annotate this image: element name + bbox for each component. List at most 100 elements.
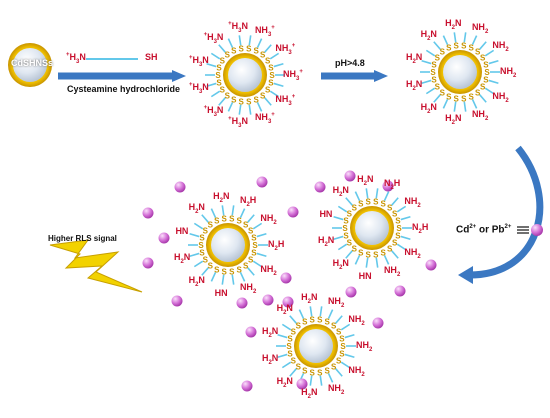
thiol-s: S bbox=[216, 79, 222, 88]
thiol-s: S bbox=[254, 96, 260, 105]
lightning-icon bbox=[49, 239, 143, 293]
thiol-s: S bbox=[238, 44, 244, 53]
ammonium-label: +H3N bbox=[228, 20, 249, 34]
ligand-chain bbox=[425, 87, 436, 95]
ligand-chain bbox=[453, 32, 457, 43]
ammonium-label: +H3N bbox=[188, 54, 209, 68]
thiol-s: S bbox=[291, 357, 297, 366]
amine-label: H2N bbox=[276, 303, 293, 317]
ligand-chain bbox=[247, 267, 255, 276]
metal-ion bbox=[262, 294, 274, 306]
ammonium-label: +H3N bbox=[228, 116, 249, 129]
arrow-aggregate-head bbox=[458, 266, 473, 284]
metal-ion bbox=[344, 170, 356, 182]
ligand-chain bbox=[383, 191, 390, 202]
ligand-chain bbox=[484, 49, 495, 57]
thiol-s: S bbox=[381, 199, 387, 208]
metal-ion bbox=[372, 317, 384, 329]
metal-ion bbox=[282, 296, 294, 308]
ligand-chain bbox=[248, 104, 252, 115]
thiol-s: S bbox=[231, 96, 237, 105]
thiol-s: S bbox=[237, 266, 243, 275]
cds-core bbox=[355, 211, 389, 245]
ligand-chain bbox=[453, 101, 457, 112]
metal-ion bbox=[256, 176, 268, 188]
amine-label: NH2 bbox=[492, 91, 509, 105]
amine-label: N2H bbox=[412, 221, 429, 235]
thiol-s: S bbox=[208, 261, 214, 270]
ligand-chain bbox=[273, 82, 284, 88]
metal-ion bbox=[287, 206, 299, 218]
ligand-chain bbox=[210, 52, 221, 60]
thiol-s: S bbox=[395, 216, 401, 225]
thiol-s: S bbox=[220, 56, 226, 65]
thiol-s: S bbox=[203, 256, 209, 265]
thiol-s: S bbox=[461, 95, 467, 104]
metal-ion bbox=[296, 378, 308, 390]
amine-label: H2N bbox=[261, 353, 279, 366]
thiol-s: S bbox=[265, 86, 271, 95]
thiol-s: S bbox=[483, 76, 489, 85]
thiol-s: S bbox=[265, 56, 271, 65]
ligand-chain bbox=[471, 35, 478, 46]
arrow-ph-head bbox=[374, 70, 388, 82]
ligand-chain bbox=[396, 243, 407, 251]
ligand-chain bbox=[256, 232, 267, 238]
thiol-s: S bbox=[469, 43, 475, 52]
reagent-name: Cysteamine hydrochloride bbox=[67, 84, 181, 94]
ligand-chain bbox=[333, 235, 344, 241]
thiol-s: S bbox=[373, 251, 379, 260]
ligand-chain bbox=[335, 368, 343, 377]
ligand-chain bbox=[193, 260, 204, 268]
metal-ion bbox=[142, 207, 154, 219]
ligand-chain bbox=[189, 252, 200, 258]
thiol-s: S bbox=[343, 232, 349, 241]
amine-label: NH2 bbox=[327, 383, 345, 396]
thiol-s: S bbox=[446, 43, 452, 52]
thiol-s: S bbox=[243, 261, 249, 270]
amine-label: NH2 bbox=[471, 109, 489, 122]
thiol-s: S bbox=[395, 232, 401, 241]
amine-label: NH2 bbox=[404, 195, 421, 209]
ammonium-label: NH3+ bbox=[283, 68, 303, 82]
ligand-chain bbox=[340, 323, 351, 331]
thiol-s: S bbox=[440, 48, 446, 57]
metal-ion-key bbox=[531, 224, 543, 236]
amine-label: NH2 bbox=[492, 39, 509, 53]
thiol-s: S bbox=[347, 209, 353, 218]
thiol-s: S bbox=[268, 63, 274, 72]
metal-ion bbox=[345, 286, 357, 298]
ligand-chain bbox=[365, 188, 369, 199]
amine-label: NH2 bbox=[260, 212, 277, 226]
thiol-s: S bbox=[352, 204, 358, 213]
thiol-s: S bbox=[339, 334, 345, 343]
ligand-chain bbox=[354, 191, 361, 202]
thiol-s: S bbox=[251, 233, 257, 242]
ligand-chain bbox=[425, 49, 436, 57]
thiol-s: S bbox=[446, 93, 452, 102]
ligand-chain bbox=[210, 271, 217, 282]
thiol-s: S bbox=[431, 60, 437, 69]
thiol-s: S bbox=[286, 342, 292, 351]
metal-ion bbox=[171, 295, 183, 307]
ligand-chain bbox=[383, 254, 390, 265]
ligand-chain bbox=[335, 315, 343, 324]
cds-core bbox=[211, 228, 245, 262]
amine-label: NH2 bbox=[500, 65, 517, 79]
ligand-chain bbox=[479, 41, 487, 50]
ligand-chain bbox=[206, 62, 217, 68]
higher-rls-label: Higher RLS signal bbox=[48, 234, 117, 243]
amine-label: H2N bbox=[420, 101, 437, 115]
amine-label: H2N bbox=[188, 202, 205, 216]
ligand-chain bbox=[340, 361, 351, 369]
thiol-s: S bbox=[254, 46, 260, 55]
ligand-chain bbox=[345, 197, 353, 206]
ligand-chain bbox=[221, 205, 225, 216]
thiol-s: S bbox=[365, 251, 371, 260]
thiol-s: S bbox=[480, 83, 486, 92]
ligand-chain bbox=[319, 375, 323, 386]
ligand-chain bbox=[309, 306, 313, 317]
ligand-chain bbox=[252, 260, 263, 268]
